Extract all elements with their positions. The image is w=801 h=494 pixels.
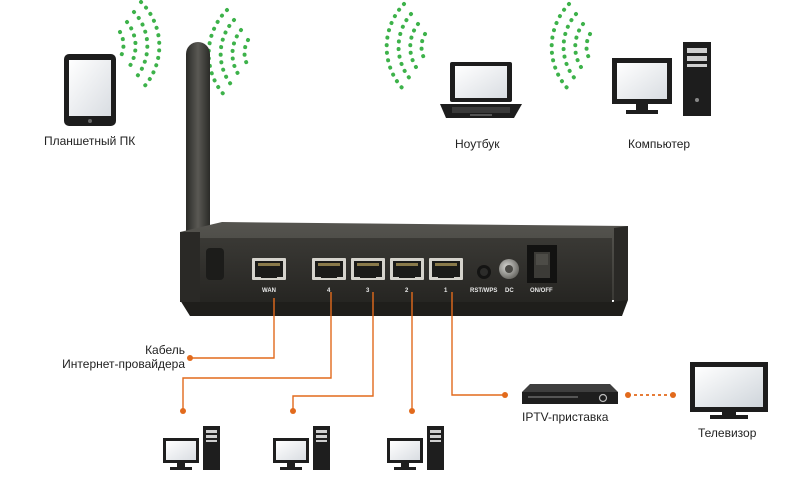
lan-port-1[interactable] <box>429 258 463 280</box>
lan4-cable <box>182 292 332 410</box>
lan-port-4[interactable] <box>312 258 346 280</box>
wan-cable <box>190 298 275 359</box>
tablet-icon <box>64 54 116 126</box>
lan-2-label: 2 <box>405 288 409 294</box>
lan-computer-icon <box>387 426 444 470</box>
lan1-cable <box>451 292 505 396</box>
laptop-label: Ноутбук <box>455 137 500 151</box>
antenna <box>186 42 210 278</box>
wifi-signal-icon <box>118 0 592 100</box>
cables <box>182 292 673 410</box>
dc-label: DC <box>505 288 514 294</box>
tablet-label: Планшетный ПК <box>44 134 136 148</box>
dc-jack <box>499 259 519 279</box>
rst-label: RST/WPS <box>470 288 497 294</box>
lan-computer-icon <box>163 426 220 470</box>
cable-endpoints <box>180 355 676 414</box>
lan-4-label: 4 <box>327 288 331 294</box>
iptv-box-icon <box>522 384 618 404</box>
lan3-cable <box>292 292 374 410</box>
laptop-icon <box>440 62 522 118</box>
tv-label: Телевизор <box>698 426 757 440</box>
iptv-label: IPTV-приставка <box>522 410 609 424</box>
isp-cable-label-line1: Кабель <box>145 343 185 357</box>
power-label: ON/OFF <box>530 288 553 294</box>
tv-icon <box>690 362 768 419</box>
lan-port-3[interactable] <box>351 258 385 280</box>
lan-port-2[interactable] <box>390 258 424 280</box>
power-switch[interactable] <box>527 245 557 283</box>
reset-button[interactable] <box>477 265 491 279</box>
computer-icon <box>612 42 711 116</box>
lan-computer-icon <box>273 426 330 470</box>
wan-port[interactable] <box>252 258 286 280</box>
lan-1-label: 1 <box>444 288 448 294</box>
computer-label: Компьютер <box>628 137 691 151</box>
wan-port-label: WAN <box>262 288 276 294</box>
isp-cable-label-line2: Интернет-провайдера <box>62 357 185 371</box>
lan-3-label: 3 <box>366 288 370 294</box>
